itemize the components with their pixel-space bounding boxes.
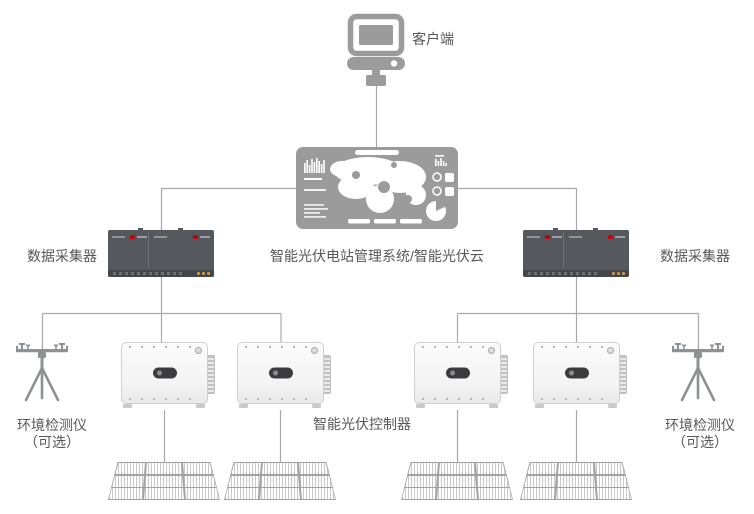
data-collector-left-label: 数据采集器 xyxy=(27,248,97,264)
emi-name: 环境检测仪 xyxy=(665,417,735,433)
solar-panel-array-icon xyxy=(224,462,336,500)
inverter-icon xyxy=(414,342,508,410)
inverter-display xyxy=(152,367,177,379)
emi-right-label: 环境检测仪 （可选） xyxy=(650,417,750,451)
management-system-label: 智能光伏电站管理系统/智能光伏云 xyxy=(270,248,484,264)
emi-optional: （可选） xyxy=(24,434,80,450)
collector-module-text xyxy=(569,236,582,238)
collector-module-text xyxy=(527,236,540,238)
emi-left-label: 环境检测仪 （可选） xyxy=(2,417,102,451)
collector-port-panel xyxy=(108,270,214,277)
huawei-logo-icon xyxy=(193,235,210,239)
collector-antenna xyxy=(553,228,558,230)
emi-tripod-icon xyxy=(16,343,68,402)
collector-module-text xyxy=(154,236,167,238)
data-collector-icon xyxy=(523,228,629,277)
inverter-body xyxy=(414,342,501,404)
collector-port-panel xyxy=(523,270,629,277)
inverter-led xyxy=(607,347,614,354)
inverter-led xyxy=(488,347,495,354)
emi-optional: （可选） xyxy=(672,434,728,450)
pv-controller-label: 智能光伏控制器 xyxy=(313,416,411,432)
inverter-body xyxy=(237,342,324,404)
inverter-icon xyxy=(237,342,331,410)
collector-antenna xyxy=(178,228,183,230)
emi-tripod-icon xyxy=(672,343,724,402)
solar-panel-array-icon xyxy=(108,462,220,500)
client-label: 客户端 xyxy=(412,31,454,47)
data-collector-icon xyxy=(108,228,214,277)
inverter-display xyxy=(268,367,293,379)
inverter-display xyxy=(445,367,470,379)
management-dashboard-icon xyxy=(296,147,458,229)
collector-antenna xyxy=(593,228,598,230)
huawei-logo-icon xyxy=(608,235,625,239)
inverter-icon xyxy=(533,342,627,410)
emi-name: 环境检测仪 xyxy=(17,417,87,433)
data-collector-right-label: 数据采集器 xyxy=(660,248,730,264)
client-computer-icon xyxy=(347,13,405,86)
collector-antenna xyxy=(138,228,143,230)
inverter-led xyxy=(195,347,202,354)
collector-module-divider xyxy=(148,232,149,269)
collector-module-divider xyxy=(563,232,564,269)
inverter-display xyxy=(564,367,589,379)
solar-panel-array-icon xyxy=(401,462,513,500)
huawei-logo-icon xyxy=(545,235,562,239)
inverter-led xyxy=(311,347,318,354)
inverter-body xyxy=(533,342,620,404)
huawei-logo-icon xyxy=(130,235,147,239)
collector-module-text xyxy=(112,236,125,238)
inverter-icon xyxy=(121,342,215,410)
inverter-body xyxy=(121,342,208,404)
solar-panel-array-icon xyxy=(520,462,632,500)
